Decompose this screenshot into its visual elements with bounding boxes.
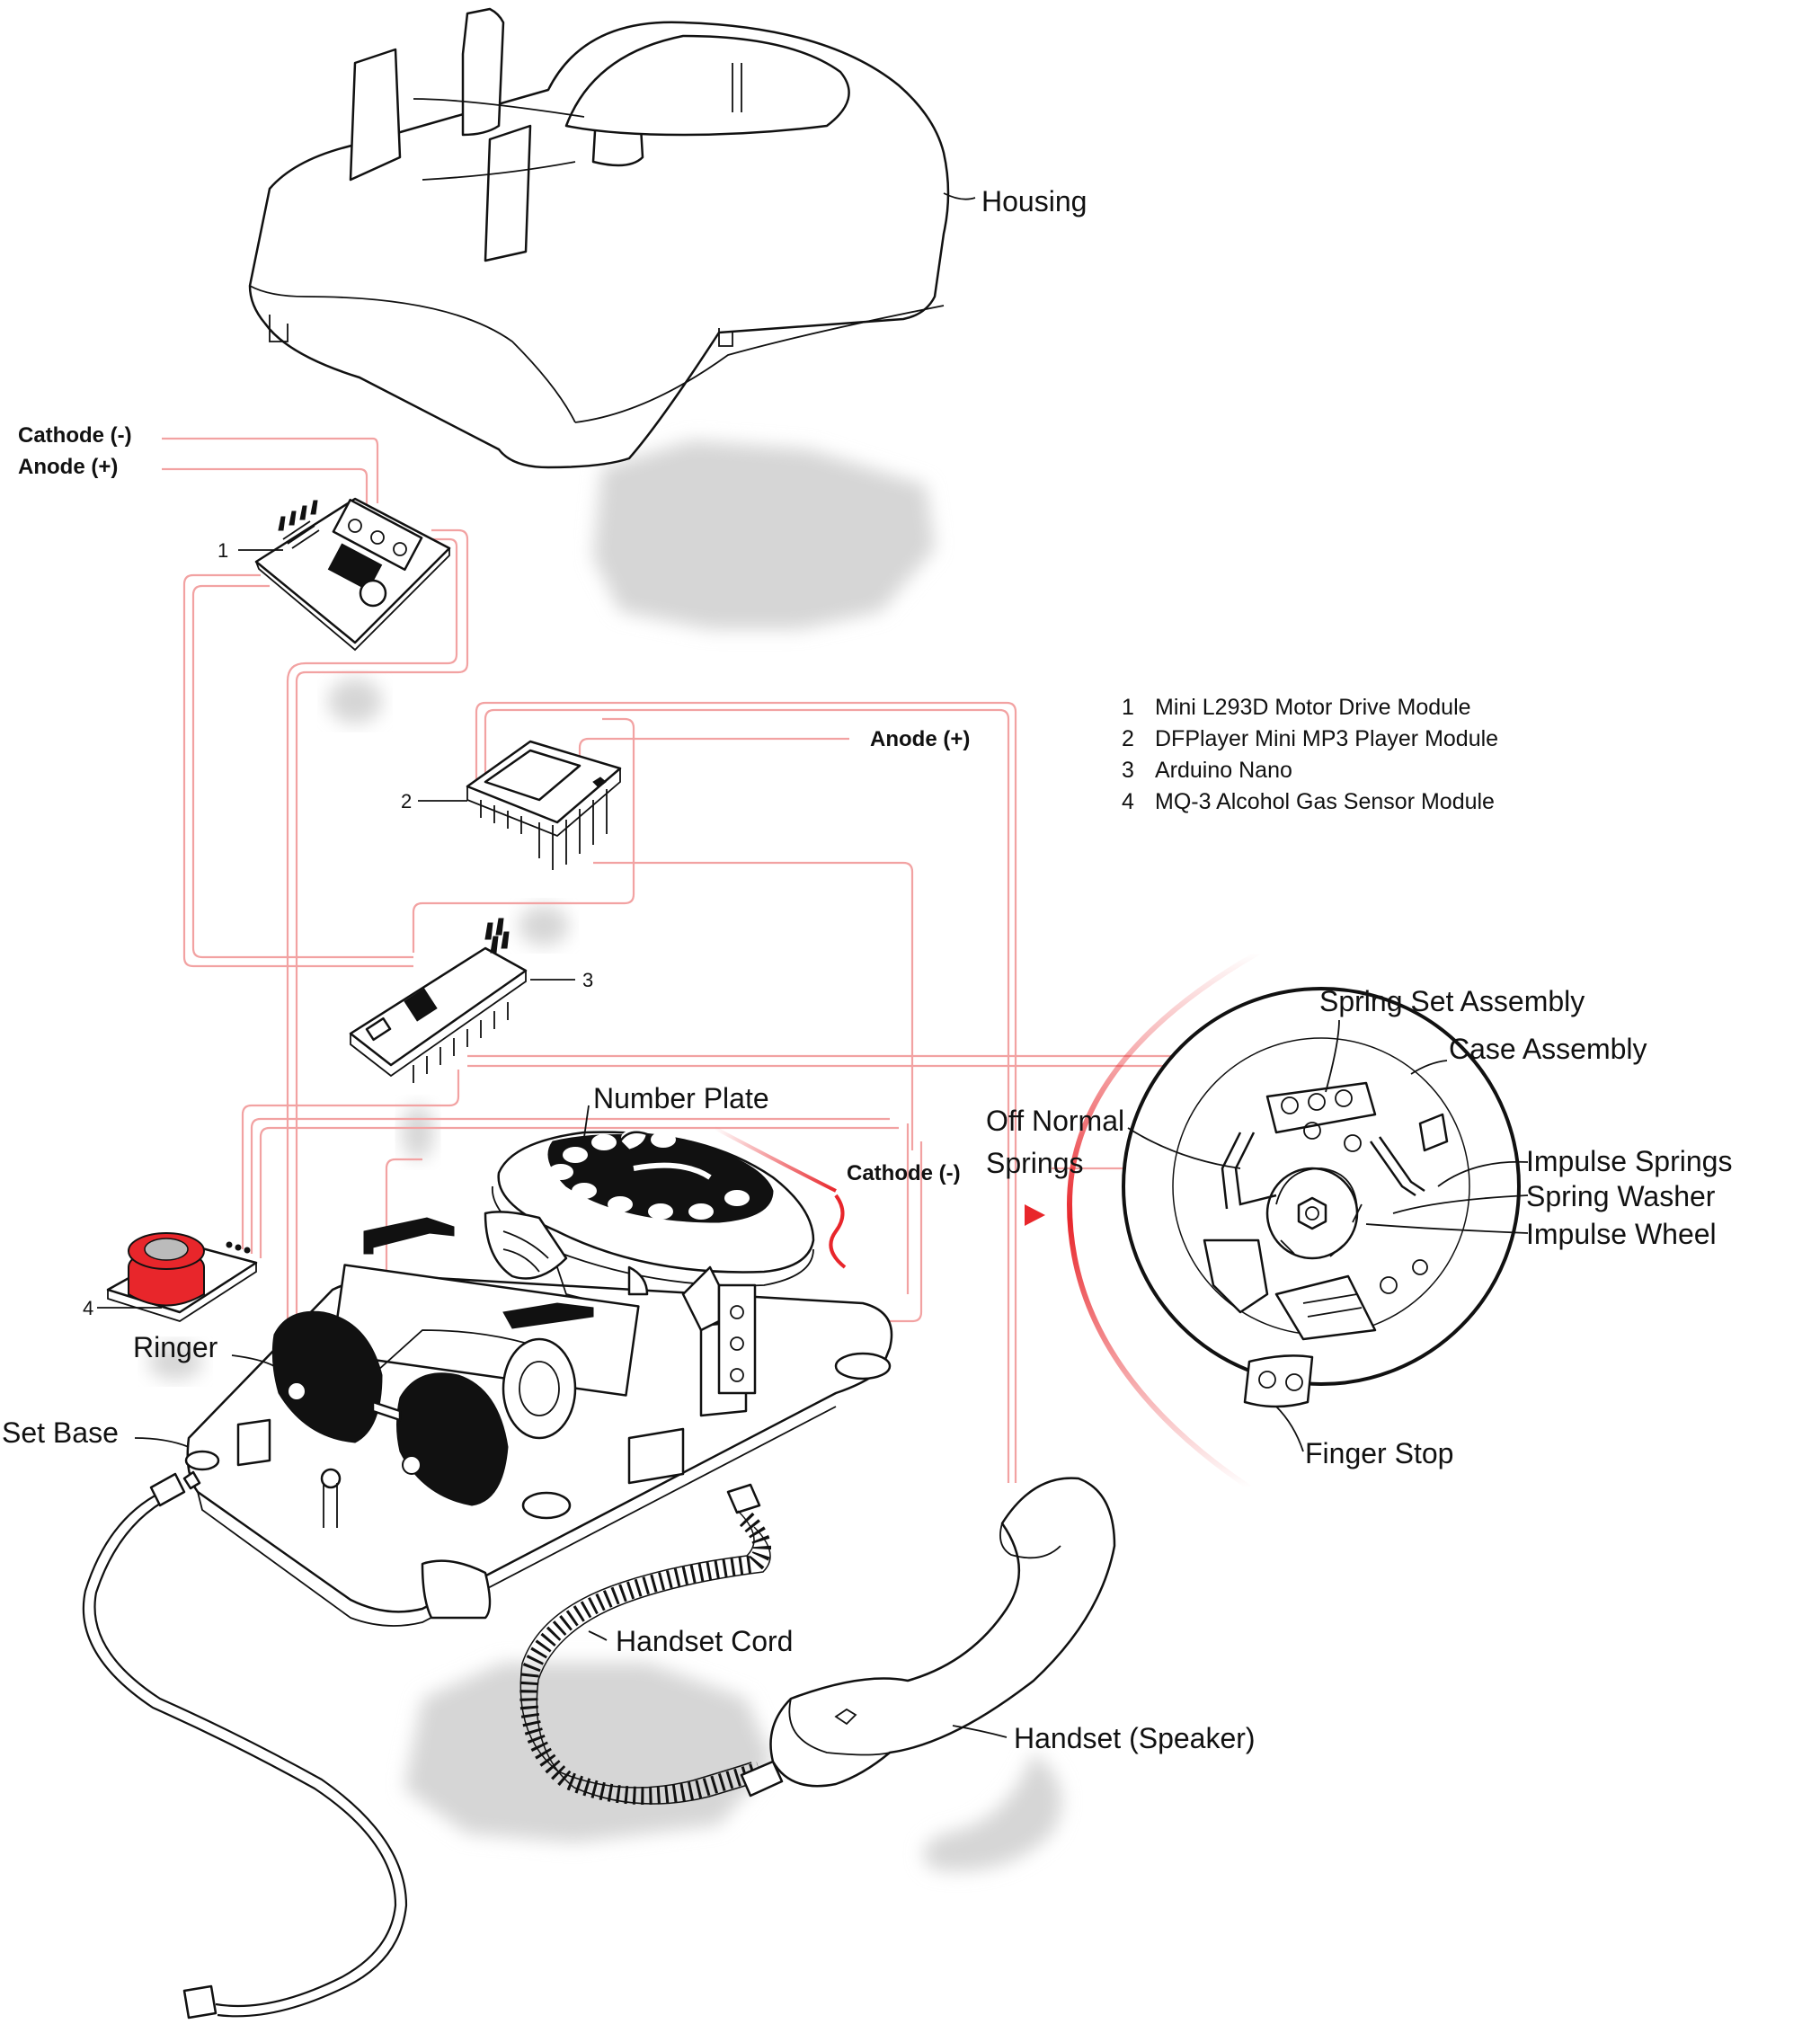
label-housing: Housing [981, 185, 1087, 217]
legend-text-3: Arduino Nano [1155, 758, 1292, 783]
module-number-1: 1 [218, 539, 228, 562]
dial-detail-view [1066, 950, 1521, 1490]
label-cathode-mid: Cathode (-) [847, 1161, 961, 1185]
arduino-nano-module [349, 918, 528, 1083]
legend-text-2: DFPlayer Mini MP3 Player Module [1155, 726, 1498, 751]
label-off-normal-2: Springs [986, 1147, 1084, 1179]
label-impulse-springs: Impulse Springs [1526, 1145, 1732, 1177]
label-cathode-top: Cathode (-) [18, 423, 132, 448]
legend-num-3: 3 [1122, 758, 1134, 783]
legend-num-2: 2 [1122, 726, 1134, 751]
module-number-3: 3 [582, 969, 593, 991]
legend-num-1: 1 [1122, 695, 1134, 720]
leader-lines [97, 192, 1529, 1738]
label-spring-set: Spring Set Assembly [1319, 985, 1585, 1017]
legend-text-1: Mini L293D Motor Drive Module [1155, 695, 1471, 720]
alcohol-sensor-module [106, 1232, 258, 1322]
label-handset: Handset (Speaker) [1014, 1722, 1256, 1754]
part-labels: Housing Number Plate Off Normal Springs … [2, 185, 1732, 1754]
module-number-2: 2 [401, 790, 412, 812]
mp3-player-module [466, 740, 622, 870]
detail-pointer-arrow [714, 1126, 1045, 1269]
legend-num-4: 4 [1122, 789, 1134, 814]
motor-driver-module [254, 497, 451, 652]
ringer-bells [271, 1310, 509, 1506]
label-handset-cord: Handset Cord [616, 1625, 793, 1657]
line-cord [82, 1470, 408, 2020]
dial-assembly [363, 1130, 815, 1395]
legend: 1 Mini L293D Motor Drive Module 2 DFPlay… [1122, 695, 1498, 814]
label-finger-stop: Finger Stop [1305, 1437, 1453, 1469]
label-off-normal-1: Off Normal [986, 1105, 1124, 1137]
label-set-base: Set Base [2, 1416, 119, 1449]
housing-part [248, 7, 950, 469]
wire-labels: Cathode (-) Anode (+) Anode (+) Cathode … [18, 423, 970, 1185]
module-number-4: 4 [83, 1297, 93, 1319]
handset-cord [519, 1483, 784, 1805]
label-number-plate: Number Plate [593, 1082, 769, 1114]
handset-part [769, 1477, 1116, 1788]
shadows [148, 440, 1062, 1871]
label-anode-top: Anode (+) [18, 455, 118, 479]
label-ringer: Ringer [133, 1331, 218, 1363]
label-anode-mid: Anode (+) [870, 727, 970, 751]
module-numbers: 1 2 3 4 [83, 539, 593, 1319]
legend-text-4: MQ-3 Alcohol Gas Sensor Module [1155, 789, 1495, 814]
label-impulse-wheel: Impulse Wheel [1526, 1218, 1717, 1250]
label-spring-washer: Spring Washer [1526, 1180, 1716, 1212]
label-case-assembly: Case Assembly [1449, 1033, 1647, 1065]
